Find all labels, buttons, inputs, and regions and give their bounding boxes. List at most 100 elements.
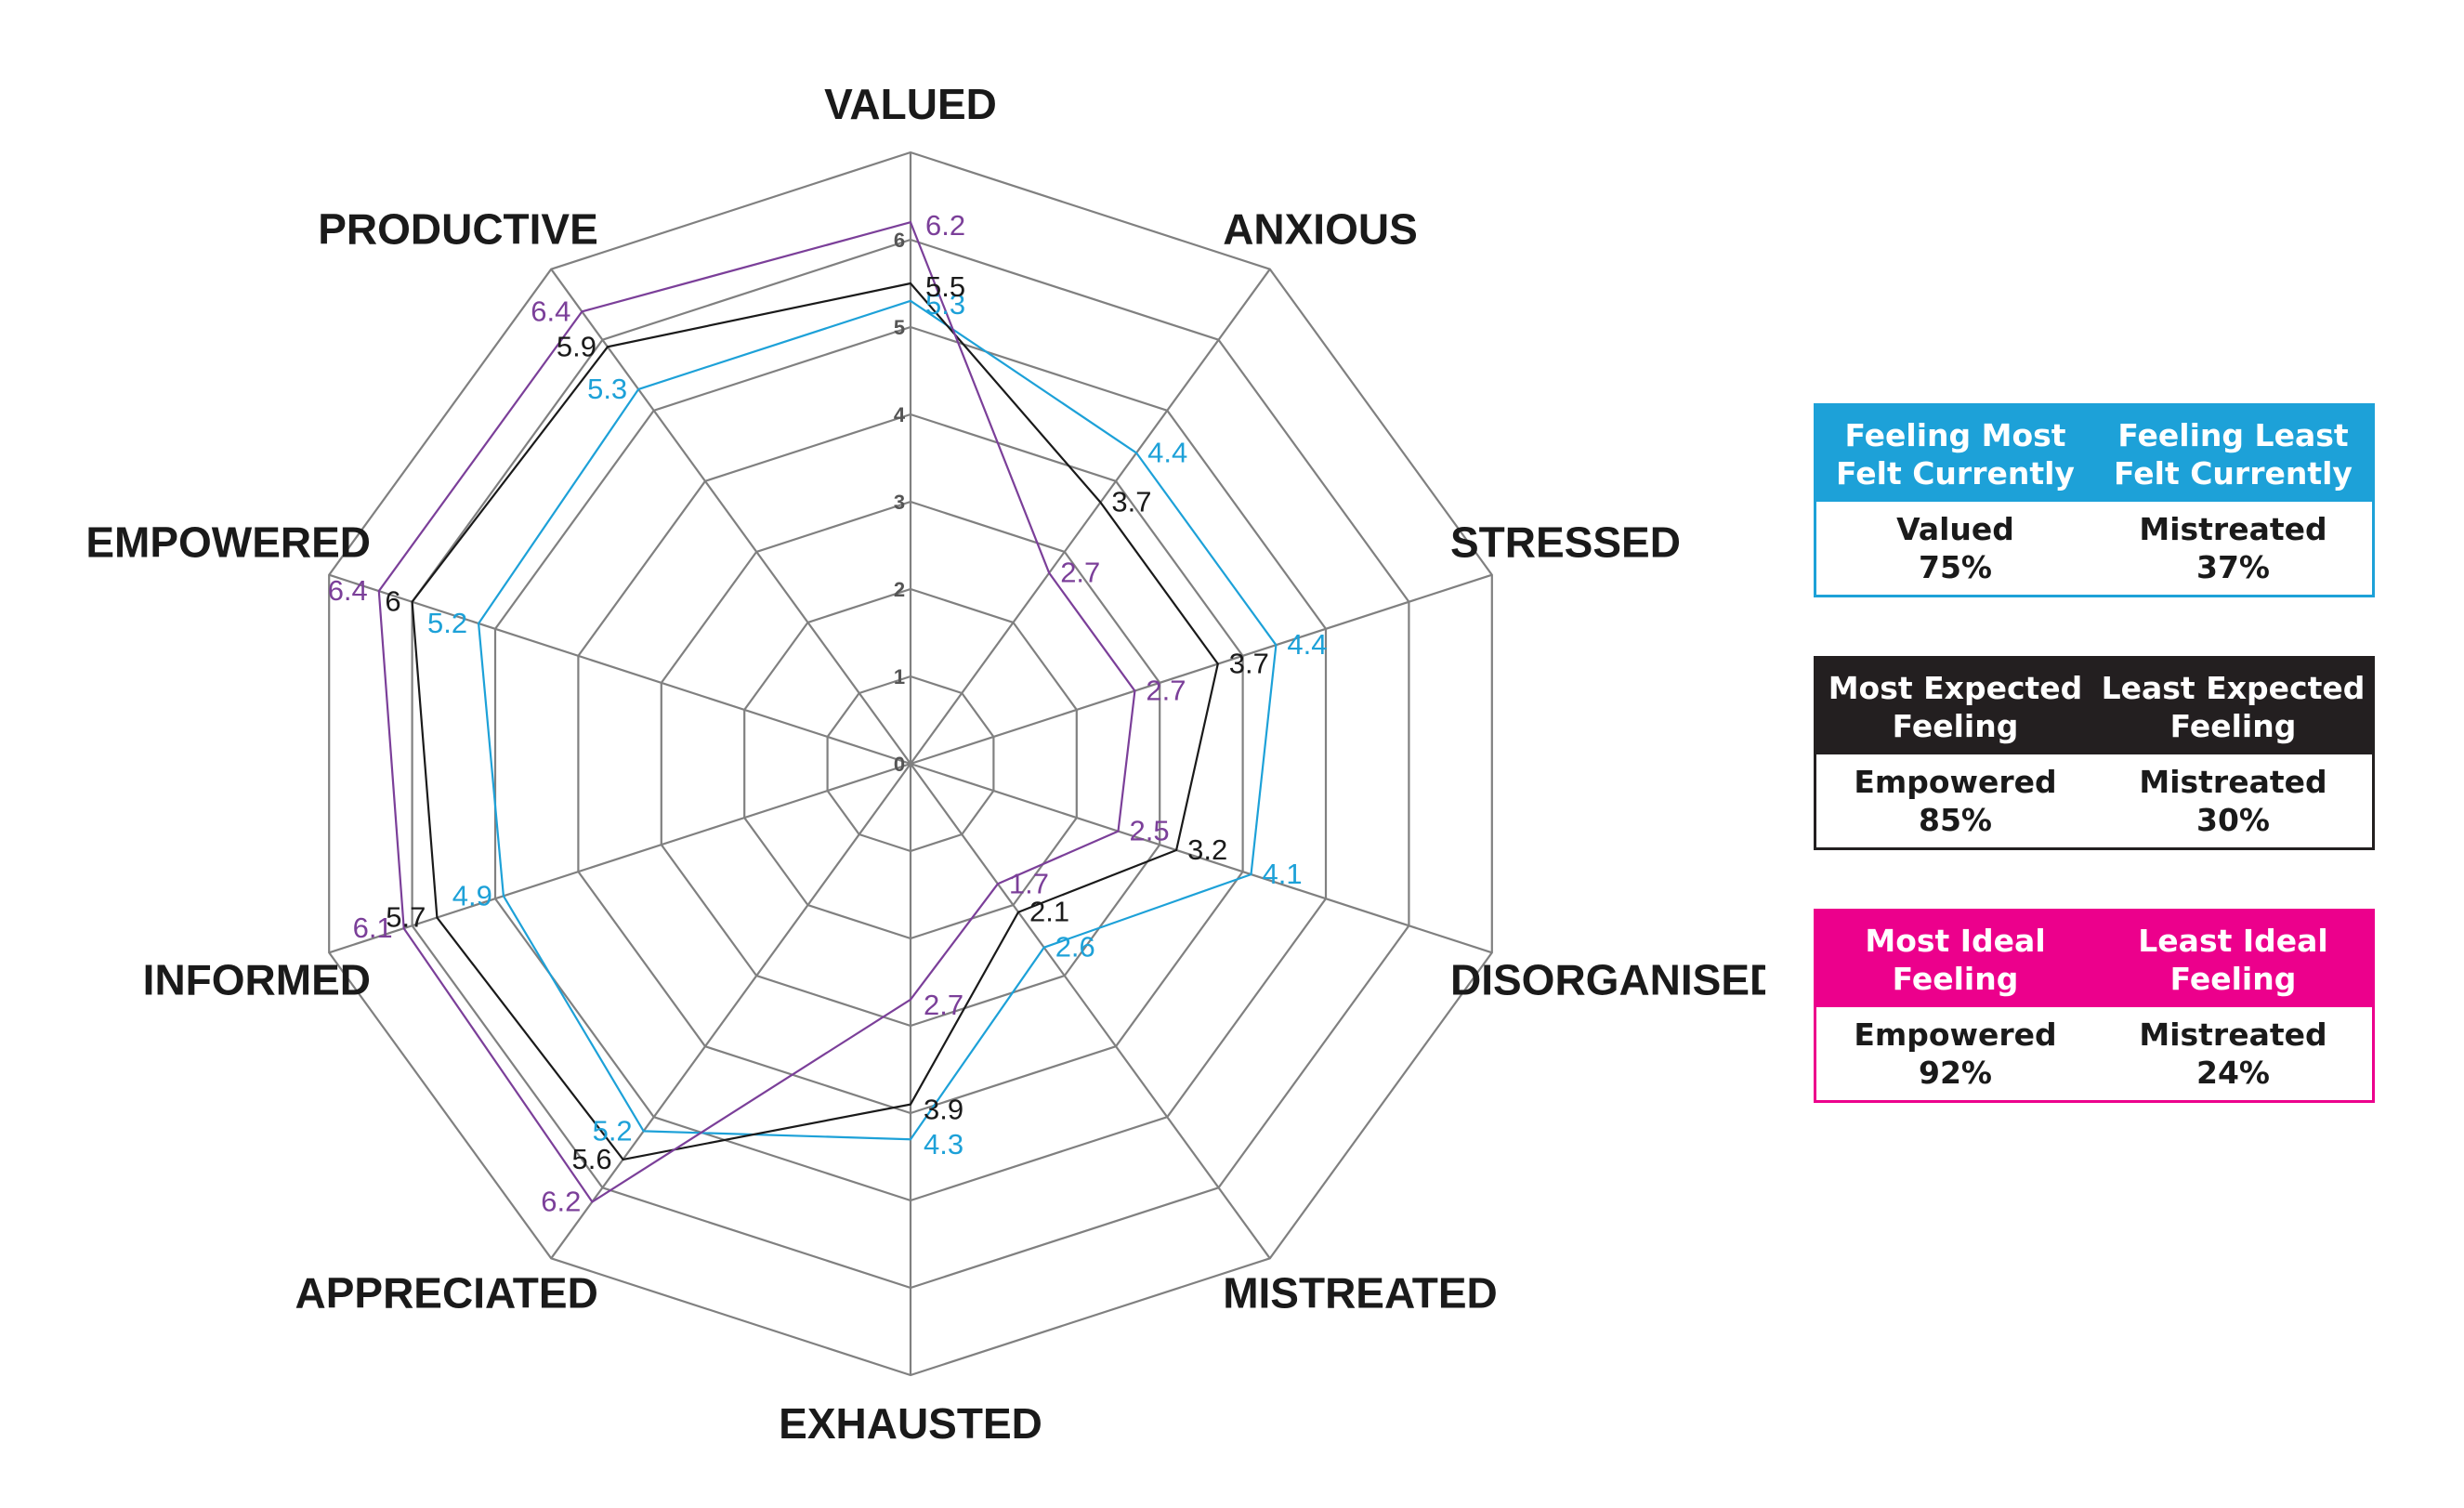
legend-text: Empowered: [1854, 1016, 2057, 1053]
tick-label: 0: [894, 753, 905, 776]
data-label: 6.2: [925, 209, 965, 242]
radar-axis-labels: VALUED ANXIOUS STRESSED DISORGANISED MISTREA…: [85, 80, 1765, 1448]
grid-spoke-7: [550, 763, 911, 1259]
grid-spoke-4: [910, 762, 1493, 954]
data-label: 3.9: [924, 1094, 963, 1126]
legend-text: 37%: [2196, 549, 2270, 585]
axis-label-exhausted: EXHAUSTED: [779, 1399, 1042, 1448]
axis-label-mistreated: MISTREATED: [1223, 1268, 1498, 1317]
grid-spoke-2: [910, 269, 1271, 765]
legend-text: Feeling: [1892, 960, 2019, 997]
axis-label-informed: INFORMED: [143, 955, 371, 1003]
legend-text: Feeling: [2169, 960, 2297, 997]
legend-text: Least Ideal: [2138, 922, 2328, 959]
axis-label-valued: VALUED: [824, 80, 997, 128]
legend-text: Feeling: [2169, 707, 2297, 744]
data-label: 2.6: [1055, 931, 1095, 964]
legend-text: Mistreated: [2139, 1016, 2327, 1053]
data-label: 5.9: [557, 330, 596, 362]
data-label: 6.1: [353, 911, 393, 944]
axis-label-appreciated: APPRECIATED: [295, 1268, 598, 1317]
data-label: 5.2: [593, 1114, 633, 1147]
tick-label: 1: [894, 665, 905, 688]
series-line-2: [411, 282, 1219, 1161]
grid-spoke-5: [910, 763, 1271, 1259]
tick-label: 4: [894, 403, 906, 426]
legend-text: Mistreated: [2139, 764, 2327, 800]
legend-text: Felt Currently: [2114, 454, 2353, 492]
data-label: 4.4: [1287, 628, 1327, 661]
data-label: 5.3: [587, 373, 627, 405]
data-label: 6.2: [541, 1186, 581, 1218]
data-label: 4.1: [1263, 858, 1303, 890]
data-label: 5.6: [571, 1143, 611, 1175]
axis-label-productive: PRODUCTIVE: [318, 205, 598, 254]
legend-text: Valued: [1896, 511, 2014, 547]
axis-label-empowered: EMPOWERED: [85, 518, 371, 567]
axis-label-anxious: ANXIOUS: [1223, 205, 1418, 254]
grid-spoke-9: [328, 573, 911, 766]
legend-text: 24%: [2196, 1055, 2270, 1091]
data-label: 5.2: [427, 607, 467, 639]
data-label: 4.9: [452, 879, 492, 911]
legend-text: 85%: [1919, 802, 1992, 838]
data-label: 5.3: [925, 288, 965, 321]
legend-text: 92%: [1919, 1055, 1992, 1091]
axis-label-stressed: STRESSED: [1450, 518, 1681, 567]
radar-series: [377, 220, 1278, 1203]
legend-text: Least Expected: [2101, 669, 2366, 706]
data-label: 6.4: [531, 295, 570, 327]
data-label: 3.7: [1111, 486, 1151, 518]
legend-text: Feeling Least: [2117, 416, 2349, 453]
data-label: 2.5: [1130, 815, 1170, 847]
legend-text: Feeling: [1892, 707, 2019, 744]
data-label: 1.7: [1009, 867, 1049, 899]
legend-text: Most Ideal: [1865, 922, 2046, 959]
data-label: 2.1: [1029, 896, 1069, 928]
data-label: 3.7: [1229, 648, 1269, 680]
legend-text: Most Expected: [1828, 669, 2083, 706]
tick-label: 2: [894, 578, 905, 601]
legend-text: 30%: [2196, 802, 2270, 838]
legend-text: Felt Currently: [1836, 454, 2075, 492]
grid-spoke-8: [328, 762, 911, 954]
axis-label-disorganised: DISORGANISED: [1450, 955, 1765, 1003]
data-label: 4.4: [1147, 436, 1187, 468]
data-label: 6.4: [328, 574, 368, 607]
series-line-3: [377, 220, 1136, 1203]
legend-text: Feeling Most: [1844, 416, 2066, 453]
grid-spoke-10: [550, 269, 911, 765]
data-label: 2.7: [924, 989, 963, 1021]
legend-text: Mistreated: [2139, 511, 2327, 547]
series-line-1: [477, 299, 1278, 1141]
radar-data-labels: 5.34.44.44.12.64.35.24.95.25.35.53.73.73…: [328, 209, 1328, 1217]
data-label: 2.7: [1146, 675, 1186, 707]
data-label: 5.5: [925, 270, 965, 303]
data-label: 3.2: [1187, 833, 1227, 866]
data-label: 2.7: [1060, 557, 1100, 589]
tick-label: 3: [894, 491, 905, 514]
legend-text: Empowered: [1854, 764, 2057, 800]
